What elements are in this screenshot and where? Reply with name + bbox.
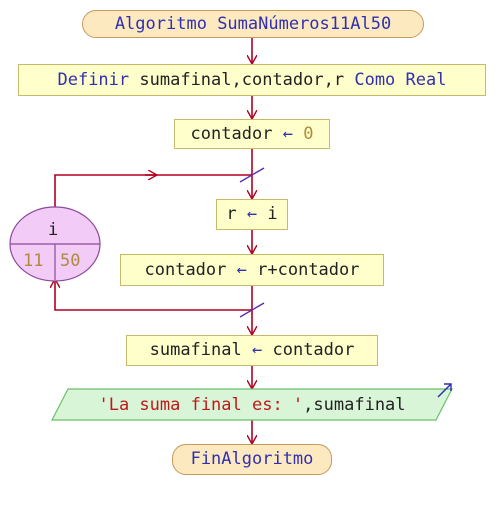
output-shape bbox=[51, 388, 453, 421]
assign-contador-sum-node: contador ← r+contador bbox=[120, 254, 384, 286]
loop-join-mark-top bbox=[239, 167, 265, 183]
assign-r-node: r ← i bbox=[216, 199, 288, 230]
assign-contador-init-node: contador ← 0 bbox=[174, 119, 330, 149]
loop-entry-line bbox=[54, 174, 155, 208]
loop-start-label: 11 bbox=[23, 251, 44, 271]
start-node: Algoritmo SumaNúmeros11Al50 bbox=[82, 10, 424, 38]
loop-end-label: 50 bbox=[60, 251, 81, 271]
output-marker-icon bbox=[437, 383, 452, 398]
assign-sumafinal-node: sumafinal ← contador bbox=[126, 335, 378, 366]
end-node: FinAlgoritmo bbox=[172, 444, 332, 475]
loop-return-line bbox=[55, 280, 252, 311]
loop-join-mark-bottom bbox=[239, 302, 265, 318]
loop-var-label: i bbox=[48, 220, 59, 240]
define-node: Definir sumafinal,contador,r Como Real bbox=[18, 64, 486, 96]
output-text: 'La suma final es: ',sumafinal bbox=[98, 394, 406, 415]
loop-node bbox=[9, 206, 101, 282]
